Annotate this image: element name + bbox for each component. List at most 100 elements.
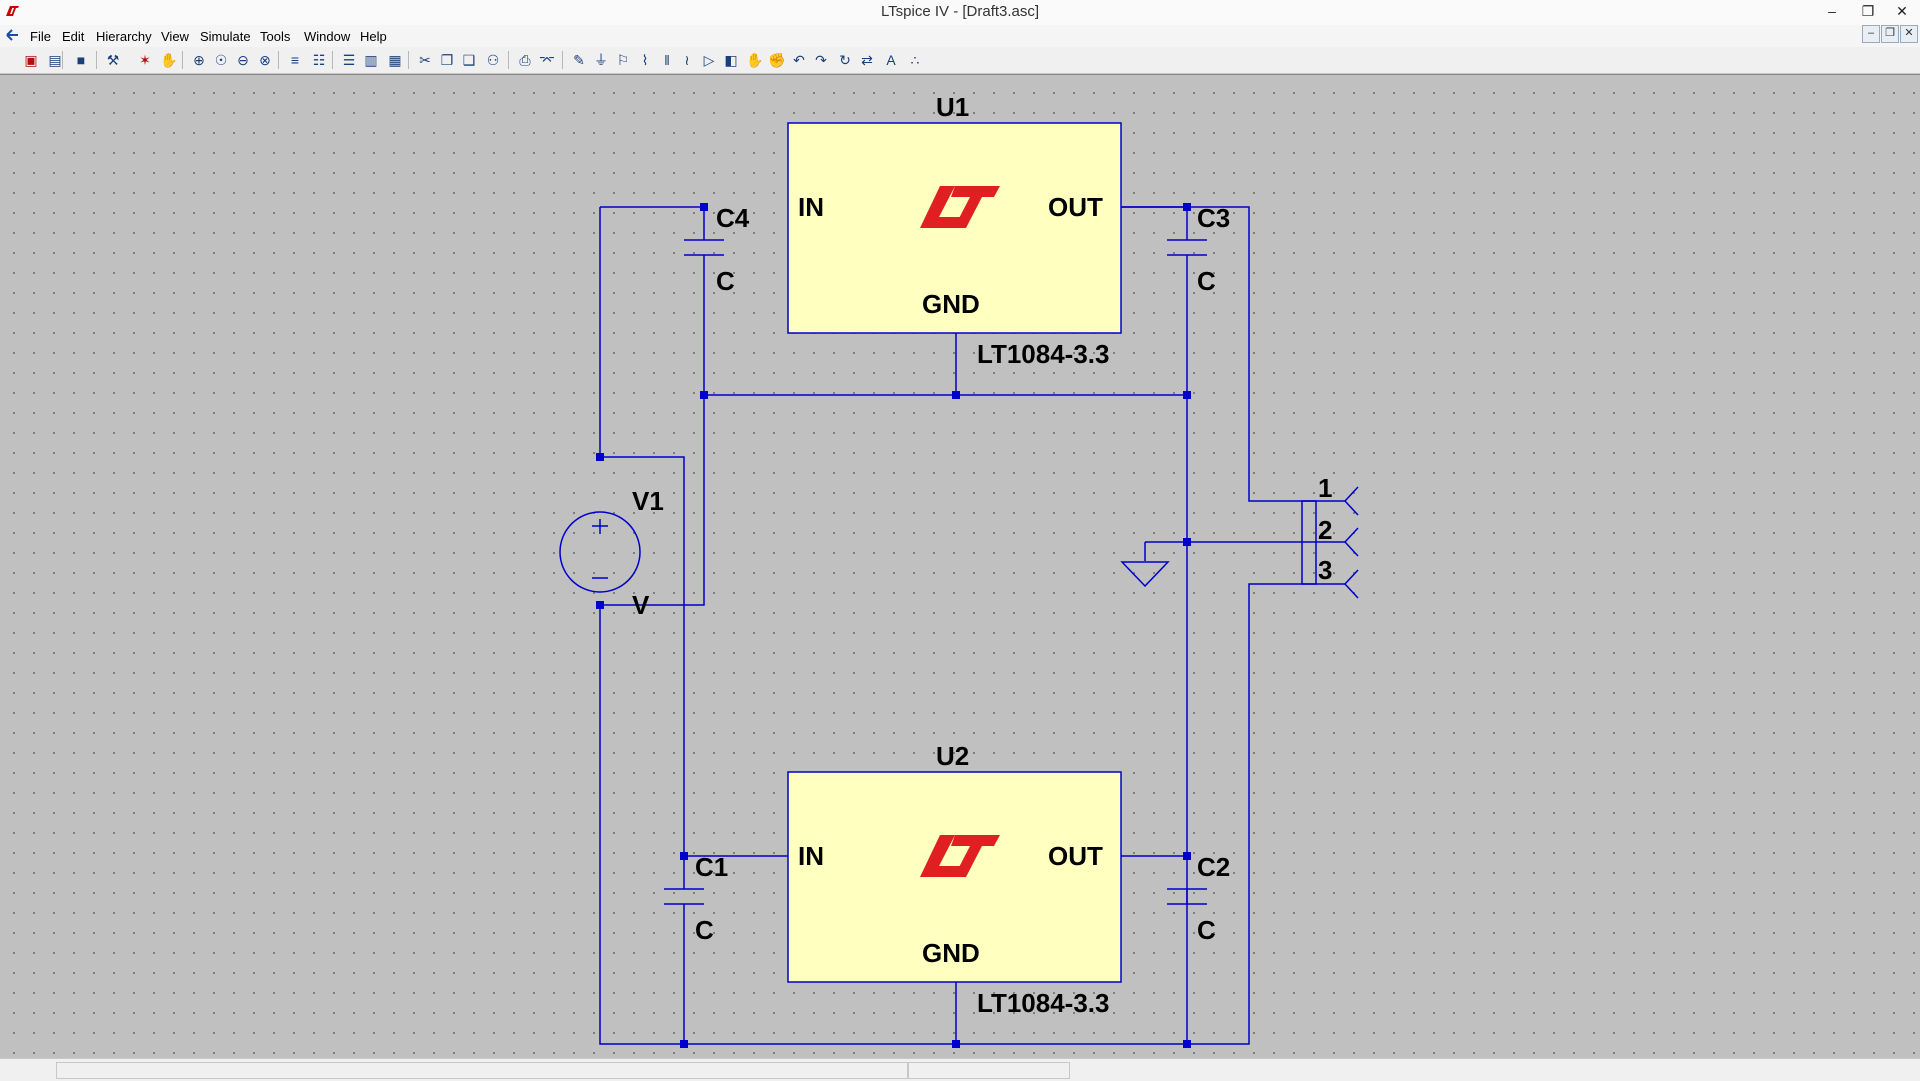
mirror-icon: ⇄: [861, 52, 873, 68]
wire-button[interactable]: ✎: [570, 51, 588, 69]
cut-button[interactable]: ✂: [416, 51, 434, 69]
u2-name: U2: [936, 741, 969, 771]
open-icon: ▤: [48, 52, 62, 68]
save-button[interactable]: ■: [72, 51, 90, 69]
c4-value: C: [716, 266, 735, 296]
toolbar-separator: [562, 51, 563, 69]
menu-edit[interactable]: Edit: [62, 29, 85, 44]
menu-file[interactable]: File: [30, 29, 51, 44]
c2-name: C2: [1197, 852, 1230, 882]
connector-j1[interactable]: [1301, 486, 1359, 599]
schematic-canvas[interactable]: U1 IN OUT GND LT1084-3.3 C4 C C3 C V1 V …: [0, 74, 1920, 1059]
print-icon: ⎙: [519, 52, 531, 68]
menu-window[interactable]: Window: [304, 29, 351, 44]
menu-hierarchy[interactable]: Hierarchy: [96, 29, 152, 44]
toolbar-separator: [508, 51, 509, 69]
lt-logo-icon: [920, 835, 1000, 877]
c4-name: C4: [716, 203, 750, 233]
capacitor-c3-plates: [1167, 239, 1207, 256]
doc-restore-button[interactable]: ❐: [1881, 25, 1899, 43]
paste-button[interactable]: ❑: [460, 51, 478, 69]
diode-button[interactable]: ▷: [700, 51, 718, 69]
schematic-doc-icon[interactable]: [4, 27, 20, 43]
zoom-out-icon: ⊖: [237, 52, 249, 68]
window-title: LTspice IV - [Draft3.asc]: [880, 3, 1040, 20]
capacitor-c4-plates: [684, 239, 724, 256]
tile-horizontal-icon: ☰: [342, 52, 356, 68]
regulator-u1[interactable]: [787, 122, 1122, 334]
connector-pin-1: 1: [1318, 473, 1332, 503]
status-panel-message: [56, 1062, 908, 1079]
tile-horizontal-button[interactable]: ☰: [340, 51, 358, 69]
capacitor-button[interactable]: ‖: [658, 51, 676, 69]
ltspice-app-icon[interactable]: [4, 3, 20, 19]
menu-simulate[interactable]: Simulate: [200, 29, 251, 44]
u2-pin-out: OUT: [1048, 841, 1103, 871]
redo-button[interactable]: ↷: [812, 51, 830, 69]
restore-button[interactable]: ❐: [1861, 3, 1875, 19]
cascade-button[interactable]: ▦: [386, 51, 404, 69]
print-setup-button[interactable]: ⌤: [538, 51, 556, 69]
resistor-button[interactable]: ⌇: [636, 51, 654, 69]
schematic-drawing: U1 IN OUT GND LT1084-3.3 C4 C C3 C V1 V …: [559, 92, 1359, 1048]
label-net-button[interactable]: ⚐: [614, 51, 632, 69]
u1-name: U1: [936, 92, 969, 122]
find-icon: ⚇: [486, 52, 500, 68]
voltage-source-v1[interactable]: [559, 511, 641, 593]
doc-close-button[interactable]: ✕: [1900, 25, 1918, 43]
drag-icon: ✊: [768, 52, 786, 68]
toolbar-separator: [278, 51, 279, 69]
menu-view[interactable]: View: [161, 29, 189, 44]
text-button[interactable]: A: [882, 51, 900, 69]
toolbar-separator: [62, 51, 63, 69]
component-button[interactable]: ◧: [722, 51, 740, 69]
spice-directive-button[interactable]: ∴: [906, 51, 924, 69]
autorange-button[interactable]: ≡: [286, 51, 304, 69]
v1-name: V1: [632, 486, 664, 516]
doc-minimize-button[interactable]: –: [1862, 25, 1880, 43]
u2-value: LT1084-3.3: [977, 988, 1109, 1018]
run-button[interactable]: ✶: [136, 51, 154, 69]
rotate-icon: ↻: [839, 52, 851, 68]
zoom-in-button[interactable]: ⊕: [190, 51, 208, 69]
drag-button[interactable]: ✊: [768, 51, 786, 69]
menu-tools[interactable]: Tools: [260, 29, 291, 44]
inductor-icon: ≀: [684, 52, 690, 68]
close-button[interactable]: ✕: [1896, 3, 1908, 19]
zoom-fit-button[interactable]: ⊗: [256, 51, 274, 69]
paste-icon: ❑: [462, 52, 476, 68]
junctions: [596, 203, 1191, 1048]
find-button[interactable]: ⚇: [484, 51, 502, 69]
tile-vertical-button[interactable]: ▥: [362, 51, 380, 69]
waveform-icon: ☷: [312, 52, 326, 68]
rotate-button[interactable]: ↻: [836, 51, 854, 69]
move-button[interactable]: ✋: [746, 51, 764, 69]
copy-button[interactable]: ❐: [438, 51, 456, 69]
open-button[interactable]: ▤: [46, 51, 64, 69]
waveform-button[interactable]: ☷: [310, 51, 328, 69]
toolbar: ▣▤■⚒✶✋⊕☉⊖⊗≡☷☰▥▦✂❐❑⚇⎙⌤✎⏚⚐⌇‖≀▷◧✋✊↶↷↻⇄A∴: [0, 47, 1920, 74]
print-setup-icon: ⌤: [538, 52, 556, 68]
lt-logo-icon: [920, 186, 1000, 228]
ground-button[interactable]: ⏚: [592, 51, 610, 69]
inductor-button[interactable]: ≀: [678, 51, 696, 69]
halt-button[interactable]: ✋: [160, 51, 178, 69]
capacitor-icon: ‖: [664, 52, 670, 68]
minimize-button[interactable]: –: [1828, 3, 1836, 19]
control-panel-button[interactable]: ⚒: [104, 51, 122, 69]
regulator-u2[interactable]: [787, 771, 1122, 983]
connector-pin-2: 2: [1318, 515, 1332, 545]
undo-button[interactable]: ↶: [790, 51, 808, 69]
save-icon: ■: [76, 52, 86, 68]
zoom-out-button[interactable]: ⊖: [234, 51, 252, 69]
print-button[interactable]: ⎙: [516, 51, 534, 69]
pan-button[interactable]: ☉: [212, 51, 230, 69]
new-schematic-icon: ▣: [24, 52, 38, 68]
mirror-button[interactable]: ⇄: [858, 51, 876, 69]
wires: [599, 206, 1316, 1045]
new-schematic-button[interactable]: ▣: [22, 51, 40, 69]
wire-icon: ✎: [573, 52, 585, 68]
toolbar-separator: [332, 51, 333, 69]
text-icon: A: [886, 52, 896, 68]
menu-help[interactable]: Help: [360, 29, 387, 44]
